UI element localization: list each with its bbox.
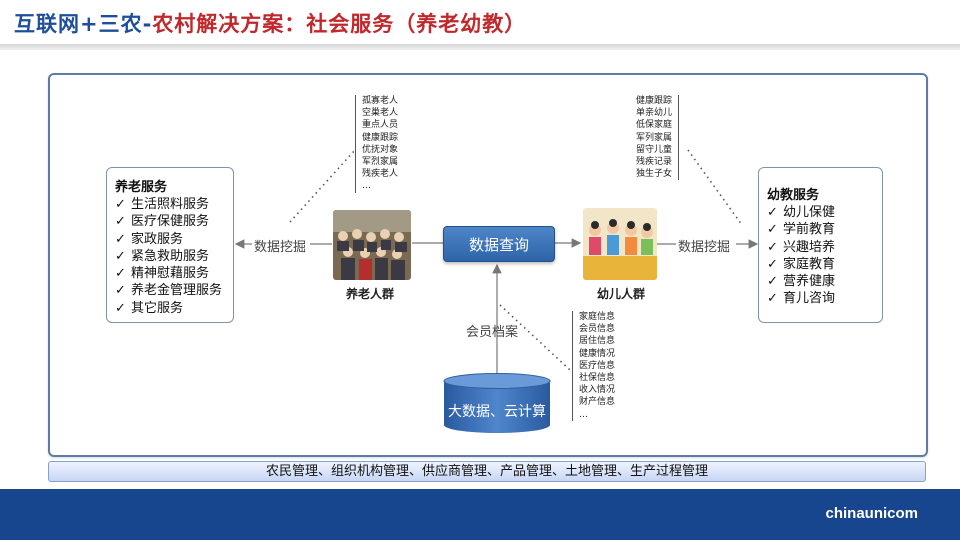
dots-child-list	[687, 149, 743, 226]
check-icon: ✓	[767, 222, 778, 238]
list-item: ✓学前教育	[767, 222, 836, 238]
list-item: 残疾记录	[636, 157, 673, 168]
list-item: 健康情况	[579, 348, 616, 359]
list-item: ✓医疗保健服务	[115, 214, 210, 230]
list-item: ✓生活照料服务	[115, 197, 210, 212]
check-icon: ✓	[115, 231, 126, 247]
check-icon: ✓	[115, 266, 126, 282]
elderly-photo-image	[333, 210, 411, 280]
big-data-label: 大数据、云计算	[448, 404, 546, 420]
list-item: 健康跟踪	[362, 132, 399, 143]
list-item: 残疾老人	[362, 169, 399, 180]
check-icon: ✓	[767, 256, 778, 272]
list-item: ✓养老金管理服务	[115, 283, 223, 299]
brand-logo-text: chinaunicom	[825, 505, 918, 522]
check-icon: ✓	[767, 274, 778, 290]
list-item: 医疗信息	[579, 360, 616, 371]
title-part2: 农村解决方案：社会服务（养老幼教）	[152, 12, 527, 36]
list-item: …	[579, 409, 588, 420]
list-item: 健康跟踪	[636, 96, 673, 106]
list-item: 居住信息	[579, 336, 616, 347]
list-item: ✓营养健康	[767, 274, 836, 290]
list-item: 孤寡老人	[362, 96, 399, 106]
list-item: 家庭信息	[579, 312, 616, 322]
list-item: 重点人员	[362, 120, 399, 131]
child-services-list: ✓幼儿保健 ✓学前教育 ✓兴趣培养 ✓家庭教育 ✓营养健康 ✓育儿咨询	[767, 204, 874, 308]
elderly-services-card: 养老服务 ✓生活照料服务 ✓医疗保健服务 ✓家政服务 ✓紧急救助服务 ✓精神慰藉…	[106, 167, 234, 323]
list-item: ✓幼儿保健	[767, 205, 836, 220]
check-icon: ✓	[767, 291, 778, 307]
footer-bar: chinaunicom	[0, 489, 960, 540]
child-group-label: 幼儿人群	[597, 287, 646, 301]
elderly-services-heading: 养老服务	[115, 180, 168, 195]
list-item: 会员信息	[579, 324, 616, 335]
elderly-group-photo	[333, 210, 411, 280]
data-mining-right-label: 数据挖掘	[678, 240, 731, 255]
database-icon	[443, 373, 551, 433]
check-icon: ✓	[115, 283, 126, 299]
child-group-photo	[583, 208, 657, 280]
check-icon: ✓	[115, 300, 126, 316]
list-item: 军烈家属	[362, 157, 399, 168]
elderly-group-label: 养老人群	[346, 287, 395, 301]
list-item: 军列家属	[636, 132, 673, 143]
title-part1: 互联网+三农-	[14, 12, 153, 36]
list-item: 收入情况	[579, 385, 616, 396]
title-divider	[0, 44, 960, 50]
management-bar: 农民管理、组织机构管理、供应商管理、产品管理、土地管理、生产过程管理	[48, 461, 926, 482]
list-item: 空巢老人	[362, 108, 399, 119]
elderly-services-list: ✓生活照料服务 ✓医疗保健服务 ✓家政服务 ✓紧急救助服务 ✓精神慰藉服务 ✓养…	[115, 196, 225, 317]
list-item: …	[362, 181, 371, 192]
list-item: ✓育儿咨询	[767, 291, 836, 307]
list-item: ✓精神慰藉服务	[115, 266, 210, 282]
list-item: 低保家庭	[636, 120, 673, 131]
check-icon: ✓	[115, 214, 126, 230]
elderly-groups-list: 孤寡老人 空巢老人 重点人员 健康跟踪 优抚对象 军烈家属 残疾老人 …	[355, 95, 398, 193]
list-item: ✓其它服务	[115, 300, 184, 316]
list-item: 留守儿童	[636, 144, 673, 155]
list-item: 单亲幼儿	[636, 108, 673, 119]
page-title: 互联网+三农-农村解决方案：社会服务（养老幼教）	[14, 8, 526, 38]
list-item: ✓紧急救助服务	[115, 248, 210, 264]
list-item: ✓兴趣培养	[767, 239, 836, 255]
member-archive-label: 会员档案	[466, 325, 519, 340]
list-item: ✓家政服务	[115, 231, 184, 247]
child-services-card: 幼教服务 ✓幼儿保健 ✓学前教育 ✓兴趣培养 ✓家庭教育 ✓营养健康 ✓育儿咨询	[758, 167, 883, 323]
list-item: 优抚对象	[362, 144, 399, 155]
child-photo-image	[583, 208, 657, 280]
check-icon: ✓	[767, 239, 778, 255]
list-item: ✓家庭教育	[767, 256, 836, 272]
list-item: 财产信息	[579, 397, 616, 408]
check-icon: ✓	[767, 205, 778, 220]
list-item: 独生子女	[636, 169, 673, 180]
big-data-database: 大数据、云计算	[443, 373, 551, 435]
child-groups-list: 健康跟踪 单亲幼儿 低保家庭 军列家属 留守儿童 残疾记录 独生子女	[636, 95, 680, 181]
data-mining-left-label: 数据挖掘	[254, 240, 307, 255]
check-icon: ✓	[115, 248, 126, 264]
child-services-heading: 幼教服务	[767, 188, 820, 203]
list-item: 社保信息	[579, 373, 616, 384]
member-records-list: 家庭信息 会员信息 居住信息 健康情况 医疗信息 社保信息 收入情况 财产信息 …	[572, 311, 615, 421]
check-icon: ✓	[115, 197, 126, 212]
data-query-button[interactable]: 数据查询	[443, 226, 555, 262]
